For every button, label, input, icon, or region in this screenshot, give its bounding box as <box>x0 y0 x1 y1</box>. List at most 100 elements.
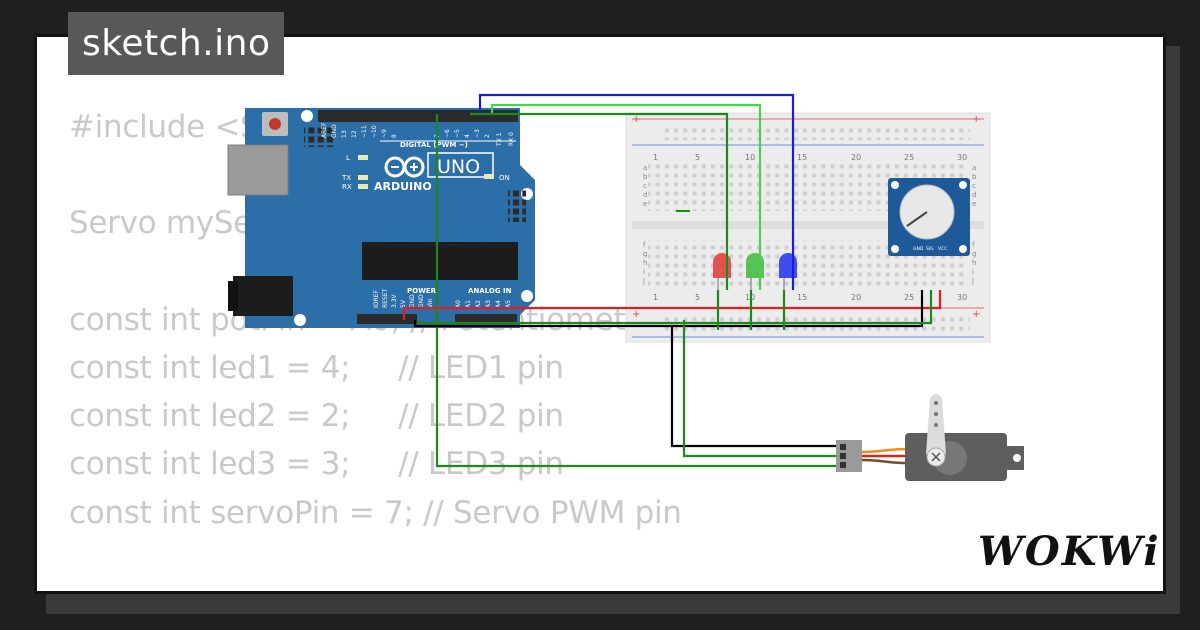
bb-col-label: 20 <box>851 153 861 162</box>
digital-label: DIGITAL (PWM ~) <box>400 141 468 149</box>
bb-row-label: j <box>971 277 974 285</box>
bb-row-label: j <box>642 277 645 285</box>
pot-pin-label: VCC <box>938 246 947 252</box>
pin-label: 8 <box>391 134 398 138</box>
wires <box>402 93 942 468</box>
wire-black-servo <box>670 326 836 448</box>
file-title-badge: sketch.ino <box>68 12 285 75</box>
pin-label: TX 1 <box>496 132 503 147</box>
bb-row-label: e <box>643 200 647 208</box>
dc-jack <box>233 276 293 316</box>
wire-green-led1 <box>470 112 729 290</box>
bb-row-letters: a b c d e f g h i j a b c d e f g h i j <box>642 164 977 285</box>
bb-row-label: d <box>643 191 647 199</box>
bb-row-label: g <box>643 250 647 258</box>
power-pin-labels: IOREF RESET 3.3V 5V GND GND Vin A0 A1 A2… <box>373 288 512 308</box>
wire-blue <box>478 93 795 290</box>
microcontroller-chip <box>362 242 518 280</box>
bb-row-label: a <box>643 164 647 172</box>
bb-row-label: d <box>972 191 976 199</box>
potentiometer[interactable]: GND SIG VCC <box>888 178 970 256</box>
bb-plus-top: + <box>632 114 640 125</box>
servo-motor[interactable] <box>836 394 1024 481</box>
model-label: UNO <box>437 156 480 178</box>
arduino-logo-icon <box>384 156 425 178</box>
analog-label: ANALOG IN <box>468 287 512 295</box>
pin-label: AREF <box>321 122 328 138</box>
pin-label: A4 <box>495 300 502 308</box>
code-line: const int led1 = 4; // LED1 pin <box>69 349 564 386</box>
bb-col-label: 1 <box>653 153 658 162</box>
pin-label: ~3 <box>474 129 481 138</box>
bb-row-label: c <box>643 182 647 190</box>
code-line: const int led2 = 2; // LED2 pin <box>69 398 564 435</box>
power-header <box>357 314 417 324</box>
pin-label: IOREF <box>373 290 380 308</box>
bb-row-label: c <box>972 182 976 190</box>
usb-port <box>227 144 289 196</box>
pin-label: 13 <box>341 130 348 138</box>
bb-row-label: i <box>643 268 645 276</box>
bb-col-label: 5 <box>695 153 700 162</box>
bb-col-label: 15 <box>797 153 807 162</box>
bb-col-label: 25 <box>904 153 914 162</box>
wire-black-gnd <box>413 290 924 328</box>
wire-lime <box>490 103 762 290</box>
l-label: L <box>346 154 350 162</box>
pin-label: ~9 <box>381 129 388 138</box>
code-line: const int servoPin = 7; // Servo PWM pin <box>69 494 682 531</box>
bb-row-label: i <box>972 268 974 276</box>
pot-pin-label: GND <box>913 246 924 252</box>
bb-col-label: 30 <box>957 153 967 162</box>
bb-plus-bottom-right: + <box>972 309 980 320</box>
wire-red-5v <box>402 290 942 320</box>
wokwi-logo: WOKWi <box>978 528 1161 575</box>
pin-label: RX 0 <box>508 132 515 146</box>
pin-label: ~6 <box>444 129 451 138</box>
bb-row-label: f <box>643 241 646 249</box>
bb-row-label: h <box>643 259 647 267</box>
pin-label: 3.3V <box>391 293 398 308</box>
bb-plus-bottom: + <box>632 309 640 320</box>
pin-label: A3 <box>485 300 492 308</box>
power-label: POWER <box>407 287 437 295</box>
pin-label: ~11 <box>361 125 368 138</box>
code-line: const int led3 = 3; // LED3 pin <box>69 446 564 483</box>
wire-green-servo <box>435 114 836 468</box>
bb-row-label: b <box>643 173 648 181</box>
pin-label: 5V <box>400 299 407 308</box>
bb-row-label: h <box>972 259 976 267</box>
bb-col-label: 1 <box>653 293 658 302</box>
bb-column-numbers-top: 1 5 10 15 20 25 30 <box>653 153 967 162</box>
pin-label: GND <box>409 294 416 308</box>
pin-label: 12 <box>351 130 358 138</box>
bb-col-label: 20 <box>851 293 861 302</box>
pin-label: ~5 <box>454 129 461 138</box>
bb-row-label: e <box>972 200 976 208</box>
pin-label: 4 <box>464 134 471 138</box>
tx-label: TX <box>341 174 351 182</box>
bb-col-label: 30 <box>957 293 967 302</box>
bb-row-label: b <box>972 173 977 181</box>
bb-row-label: f <box>972 241 975 249</box>
bb-row-label: a <box>972 164 976 172</box>
rx-label: RX <box>342 183 352 191</box>
analog-header <box>455 314 517 324</box>
on-label: ON <box>499 174 510 182</box>
code-line: int potValue = 0; <box>69 585 713 592</box>
pin-label: A1 <box>465 300 472 308</box>
bb-plus-top-right: + <box>972 114 980 125</box>
pin-label: A0 <box>455 300 462 308</box>
bb-col-label: 15 <box>797 293 807 302</box>
bb-col-label: 5 <box>695 293 700 302</box>
pin-label: 2 <box>484 134 491 138</box>
pin-label: ~10 <box>371 125 378 138</box>
arduino-uno[interactable]: AREF GND 13 12 ~11 ~10 ~9 8 7 ~6 ~5 4 ~3… <box>227 108 535 328</box>
bb-col-label: 25 <box>904 293 914 302</box>
pin-label: A5 <box>505 300 512 308</box>
pin-label: GND <box>418 294 425 308</box>
pin-label: GND <box>331 124 338 138</box>
bb-row-label: g <box>972 250 976 258</box>
brand-label: ARDUINO <box>374 180 432 193</box>
